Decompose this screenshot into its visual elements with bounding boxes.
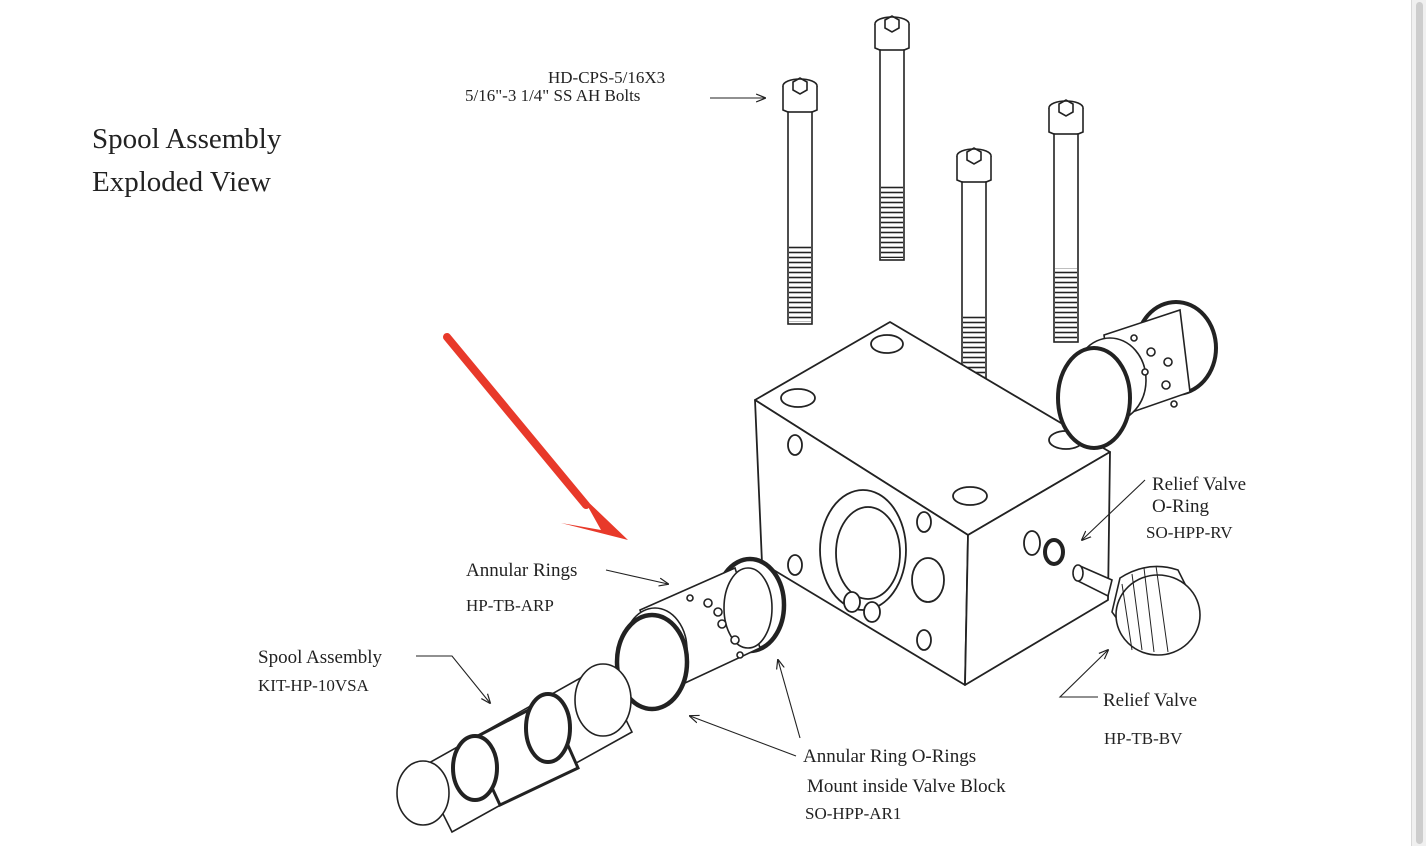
annular-rings-label: Annular Rings <box>466 560 578 581</box>
scrollbar-thumb[interactable] <box>1416 2 1423 844</box>
leader-lines <box>416 98 1146 757</box>
diagram-title-line1: Spool Assembly <box>92 123 282 155</box>
bolt-2 <box>874 15 910 261</box>
annular-orings-part-number: SO-HPP-AR1 <box>805 804 902 823</box>
bolt-1 <box>782 77 818 325</box>
annular-rings-part-number: HP-TB-ARP <box>466 596 554 615</box>
vertical-scrollbar[interactable] <box>1411 0 1426 846</box>
bolt-4 <box>1048 99 1084 343</box>
bolts-description: 5/16"-3 1/4" SS AH Bolts <box>465 86 641 105</box>
annular-orings-note: Mount inside Valve Block <box>807 776 1006 797</box>
annular-ring <box>614 556 787 712</box>
relief-oring-label-line2: O-Ring <box>1152 496 1209 517</box>
bolts-part-number: HD-CPS-5/16X3 <box>548 68 666 87</box>
spool-assembly-part-number: KIT-HP-10VSA <box>258 676 369 695</box>
relief-valve-part-number: HP-TB-BV <box>1104 729 1183 748</box>
bolt-3 <box>956 147 992 391</box>
spool-assembly <box>396 663 634 834</box>
relief-valve-knob <box>1072 564 1201 656</box>
spool-assembly-label: Spool Assembly <box>258 647 383 668</box>
callout-arrow-icon <box>443 333 628 540</box>
diagram-title-line2: Exploded View <box>92 166 271 198</box>
relief-valve-label: Relief Valve <box>1103 690 1198 711</box>
relief-valve-insert <box>1056 300 1218 450</box>
valve-block <box>754 321 1111 686</box>
annular-orings-label: Annular Ring O-Rings <box>803 746 977 767</box>
relief-oring-label-line1: Relief Valve <box>1152 474 1247 495</box>
relief-oring-part-number: SO-HPP-RV <box>1146 523 1233 542</box>
